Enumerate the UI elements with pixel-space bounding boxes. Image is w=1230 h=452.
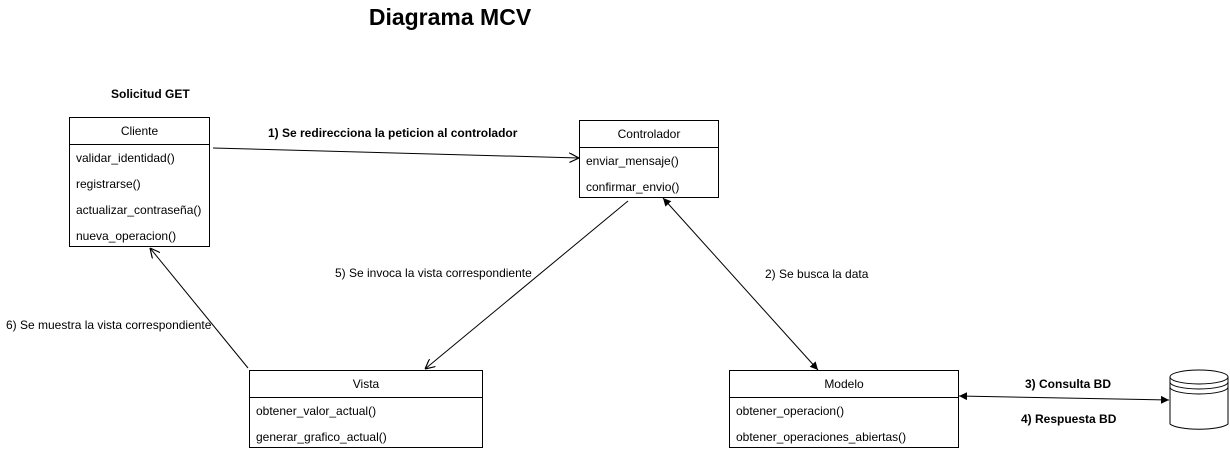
edge-3-label: 3) Consulta BD [1025, 377, 1112, 391]
method-item: obtener_operacion() [736, 404, 845, 418]
edge-3-4-line [958, 392, 1170, 404]
edge-4-label: 4) Respuesta BD [1021, 412, 1117, 426]
database-icon [1169, 369, 1229, 430]
method-item: obtener_operaciones_abiertas() [736, 430, 907, 444]
class-name: Modelo [730, 371, 958, 398]
edge-2-label: 2) Se busca la data [765, 267, 869, 281]
diagram-title: Diagrama MCV [368, 4, 532, 30]
method-item: generar_grafico_actual() [256, 430, 387, 444]
edge-6-line [150, 248, 249, 369]
edge-2-line [662, 197, 819, 371]
class-name: Controlador [580, 121, 718, 148]
edge-6-label: 6) Se muestra la vista correspondiente [6, 318, 212, 332]
class-modelo[interactable]: Modelo obtener_operacion() obtener_opera… [729, 370, 959, 448]
method-item: obtener_valor_actual() [256, 404, 377, 418]
method-item: confirmar_envio() [586, 180, 680, 194]
edge-5-line [425, 200, 629, 369]
method-item: validar_identidad() [76, 151, 175, 165]
edge-1-line [212, 147, 579, 158]
method-item: registrarse() [76, 177, 141, 191]
class-cliente[interactable]: Cliente validar_identidad() registrarse(… [69, 117, 210, 247]
class-controlador[interactable]: Controlador enviar_mensaje() confirmar_e… [579, 120, 719, 198]
class-vista[interactable]: Vista obtener_valor_actual() generar_gra… [249, 370, 483, 448]
edge-1-label: 1) Se redirecciona la peticion al contro… [268, 126, 518, 140]
method-item: actualizar_contraseña() [76, 203, 202, 217]
method-item: enviar_mensaje() [586, 154, 679, 168]
class-name: Cliente [70, 118, 209, 145]
method-item: nueva_operacion() [76, 229, 177, 243]
edge-5-label: 5) Se invoca la vista correspondiente [335, 266, 532, 280]
request-note: Solicitud GET [111, 87, 190, 101]
class-name: Vista [250, 371, 482, 398]
